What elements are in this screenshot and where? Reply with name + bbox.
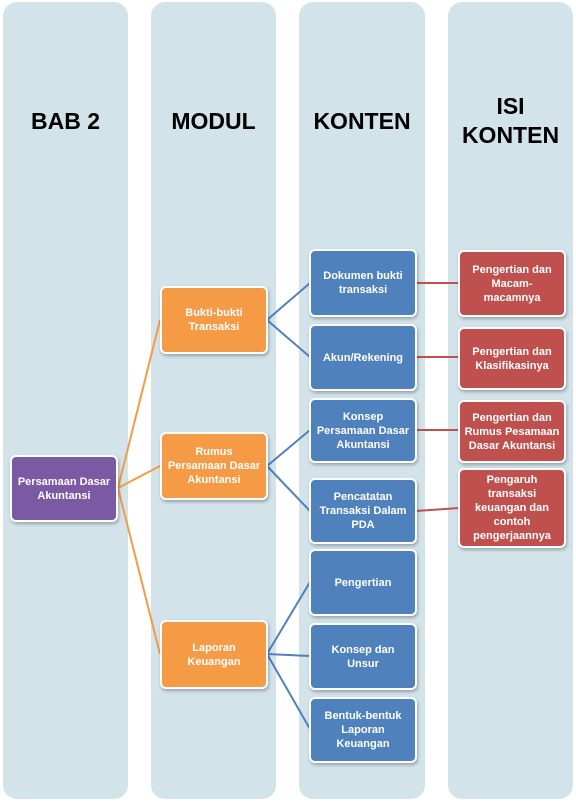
connector-root-modul-3 (117, 487, 161, 655)
node-konten-3: Konsep Persamaan Dasar Akuntansi (309, 398, 417, 463)
connector-modul3-konten-7 (266, 653, 311, 730)
node-root: Persamaan Dasar Akuntansi (10, 455, 118, 522)
connector-modul2-konten-3 (266, 429, 311, 467)
node-konten-7: Bentuk-bentuk Laporan Keuangan (309, 697, 417, 763)
node-konten-2: Akun/Rekening (309, 324, 417, 391)
column-title-bab: BAB 2 (30, 108, 100, 134)
node-konten-1: Dokumen bukti transaksi (309, 249, 417, 317)
connector-root-modul-2 (117, 465, 161, 489)
connector-modul1-konten-2 (266, 319, 311, 358)
node-isi-3: Pengertian dan Rumus Pesamaan Dasar Akun… (458, 400, 566, 463)
node-konten-5: Pengertian (309, 549, 417, 616)
column-title-konten: KONTEN (313, 108, 411, 134)
connector-modul3-konten-5 (266, 581, 311, 655)
connector-modul3-konten-6 (266, 653, 311, 657)
node-modul-2: Rumus Persamaan Dasar Akuntansi (160, 432, 268, 500)
node-konten-6: Konsep dan Unsur (309, 623, 417, 690)
column-bab: BAB 2 (3, 2, 128, 799)
connector-konten4-isi-4 (415, 507, 460, 512)
node-modul-3: Laporan Keuangan (160, 620, 268, 689)
node-isi-2: Pengertian dan Klasifikasinya (458, 327, 566, 390)
connector-root-modul-1 (117, 319, 161, 489)
node-isi-1: Pengertian dan Macam-macamnya (458, 250, 566, 317)
node-isi-4: Pengaruh transaksi keuangan dan contoh p… (458, 468, 566, 548)
node-modul-1: Bukti-bukti Transaksi (160, 286, 268, 354)
connector-modul1-konten-1 (266, 282, 311, 321)
column-title-modul: MODUL (171, 108, 256, 134)
connector-modul2-konten-4 (266, 465, 311, 512)
column-title-isi-konten: ISI KONTEN (461, 93, 560, 148)
node-konten-4: Pencatatan Transaksi Dalam PDA (309, 478, 417, 544)
